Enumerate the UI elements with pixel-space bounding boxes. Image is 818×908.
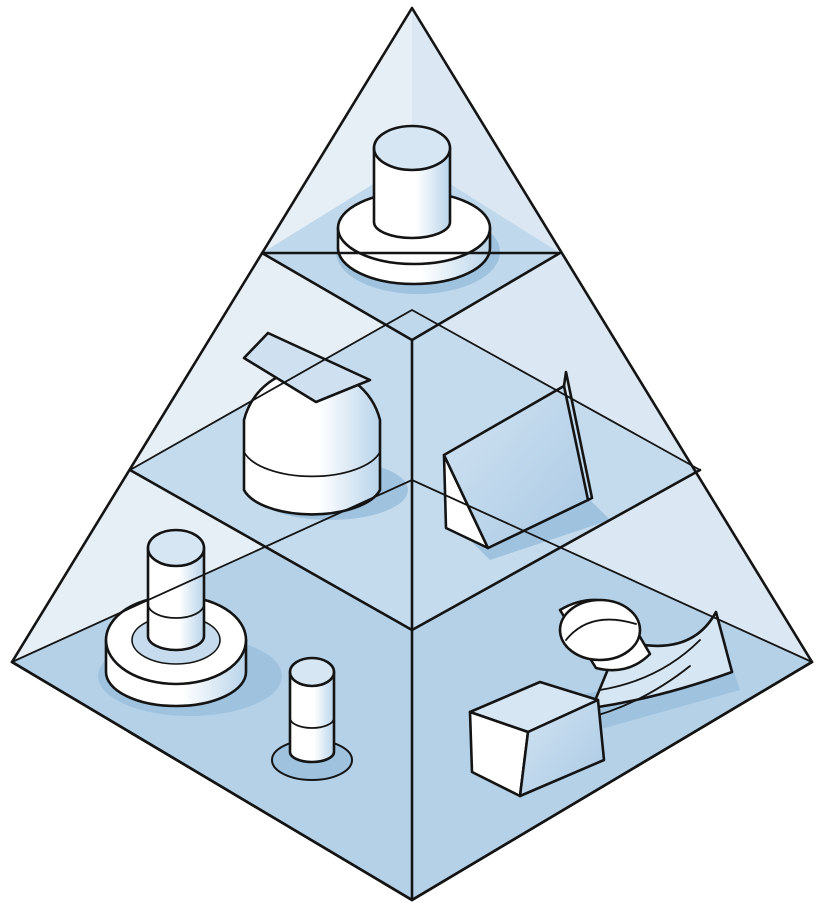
glass-pyramid-illustration bbox=[0, 0, 818, 908]
